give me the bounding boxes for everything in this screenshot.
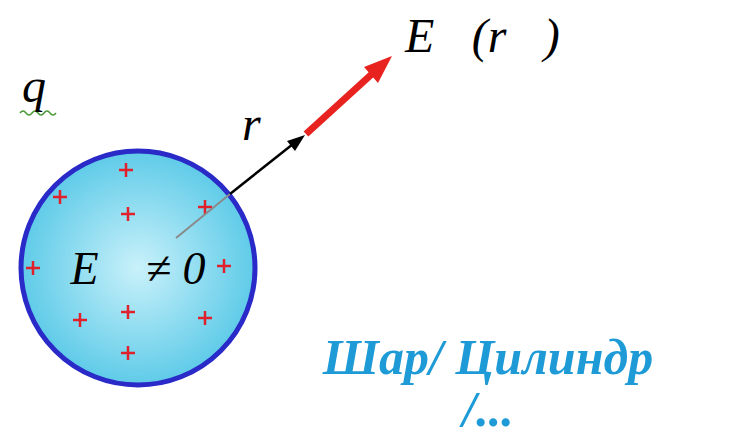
charge-label: q [22,58,46,113]
charged-sphere: E⃗ ≠ 0 [18,148,258,388]
field-label: E⃗(r⃗) [405,8,560,63]
field-arrowhead [364,56,392,83]
radius-label: r⃗ [242,96,298,151]
radius-vector [230,144,293,194]
shape-note: Шар/ Цилиндр /... [311,331,666,435]
field-vector [306,73,373,134]
field-inside-text: E⃗ ≠ 0 [70,242,205,295]
